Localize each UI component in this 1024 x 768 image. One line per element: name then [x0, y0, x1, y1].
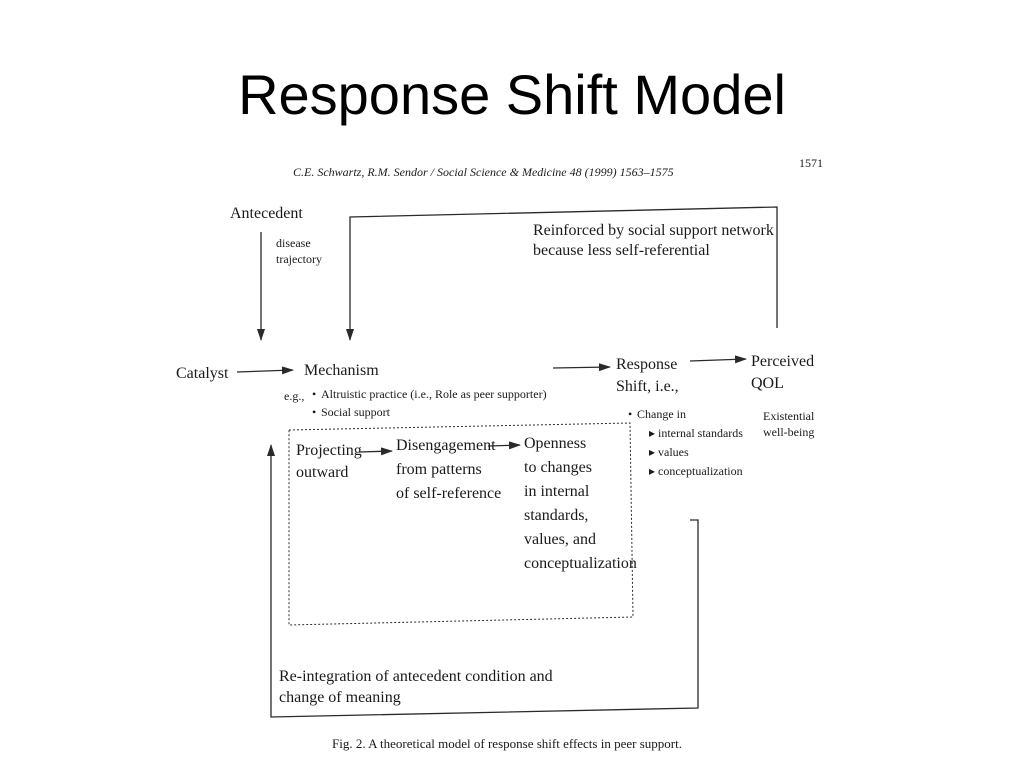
catalyst-label: Catalyst	[176, 365, 229, 382]
openness-label-line-5: values, and	[524, 531, 596, 548]
response-shift-change-label: Change in	[637, 407, 686, 421]
qol-note-line-2: well-being	[763, 425, 814, 439]
perceived-qol-label-line-2: QOL	[751, 375, 784, 392]
response-shift-item-1: internal standards	[658, 426, 743, 440]
mechanism-item-1: Altruistic practice (i.e., Role as peer …	[321, 387, 547, 401]
response-shift-item-3: conceptualization	[658, 464, 743, 478]
antecedent-note-line-1: disease	[276, 236, 311, 250]
antecedent-note-line-2: trajectory	[276, 252, 322, 266]
mechanism-label: Mechanism	[304, 362, 379, 379]
response-shift-label-line-1: Response	[616, 356, 677, 373]
figure-caption: Fig. 2. A theoretical model of response …	[332, 736, 682, 751]
response-shift-bullet: ▸	[649, 464, 655, 478]
reintegration-feedback-arrow	[267, 444, 699, 718]
openness-label-line-1: Openness	[524, 435, 586, 452]
disengagement-label-line-1: Disengagement	[396, 437, 496, 454]
projecting-label-line-2: outward	[296, 464, 348, 481]
citation-header: C.E. Schwartz, R.M. Sendor / Social Scie…	[293, 165, 674, 179]
openness-label-line-4: standards,	[524, 507, 588, 524]
mechanism-item-2: Social support	[321, 405, 391, 419]
reintegration-note-line-1: Re-integration of antecedent condition a…	[279, 668, 553, 685]
process-box	[288, 422, 634, 626]
openness-label-line-3: in internal	[524, 483, 590, 500]
response-shift-bullet: ▸	[649, 445, 655, 459]
antecedent-label: Antecedent	[230, 205, 303, 222]
disengagement-label-line-3: of self-reference	[396, 485, 501, 502]
mechanism-to-response-shift-arrow	[552, 363, 611, 372]
reinforcement-feedback-arrow	[346, 206, 778, 341]
openness-label-line-2: to changes	[524, 459, 592, 476]
response-shift-bullet: ▸	[649, 426, 655, 440]
qol-note-line-1: Existential	[763, 409, 815, 423]
openness-label-line-6: conceptualization	[524, 555, 637, 572]
mechanism-bullet: •	[312, 405, 316, 419]
perceived-qol-label-line-1: Perceived	[751, 353, 814, 370]
response-shift-label-line-2: Shift, i.e.,	[616, 378, 679, 395]
disengagement-label-line-2: from patterns	[396, 461, 482, 478]
disengagement-to-openness-arrow	[487, 441, 521, 450]
response-shift-bullet: •	[628, 407, 632, 421]
reintegration-note-line-2: change of meaning	[279, 689, 401, 706]
response-shift-to-qol-arrow	[689, 355, 747, 364]
response-shift-item-2: values	[658, 445, 689, 459]
page-number: 1571	[799, 156, 823, 170]
projecting-label-line-1: Projecting	[296, 442, 362, 459]
slide-title: Response Shift Model	[238, 63, 786, 126]
mechanism-eg-label: e.g.,	[284, 389, 304, 403]
reinforced-note-line-2: because less self-referential	[533, 242, 710, 259]
catalyst-to-mechanism-arrow	[236, 366, 294, 375]
projecting-to-disengagement-arrow	[358, 447, 393, 456]
mechanism-bullet: •	[312, 387, 316, 401]
reinforced-note-line-1: Reinforced by social support network	[533, 222, 774, 239]
